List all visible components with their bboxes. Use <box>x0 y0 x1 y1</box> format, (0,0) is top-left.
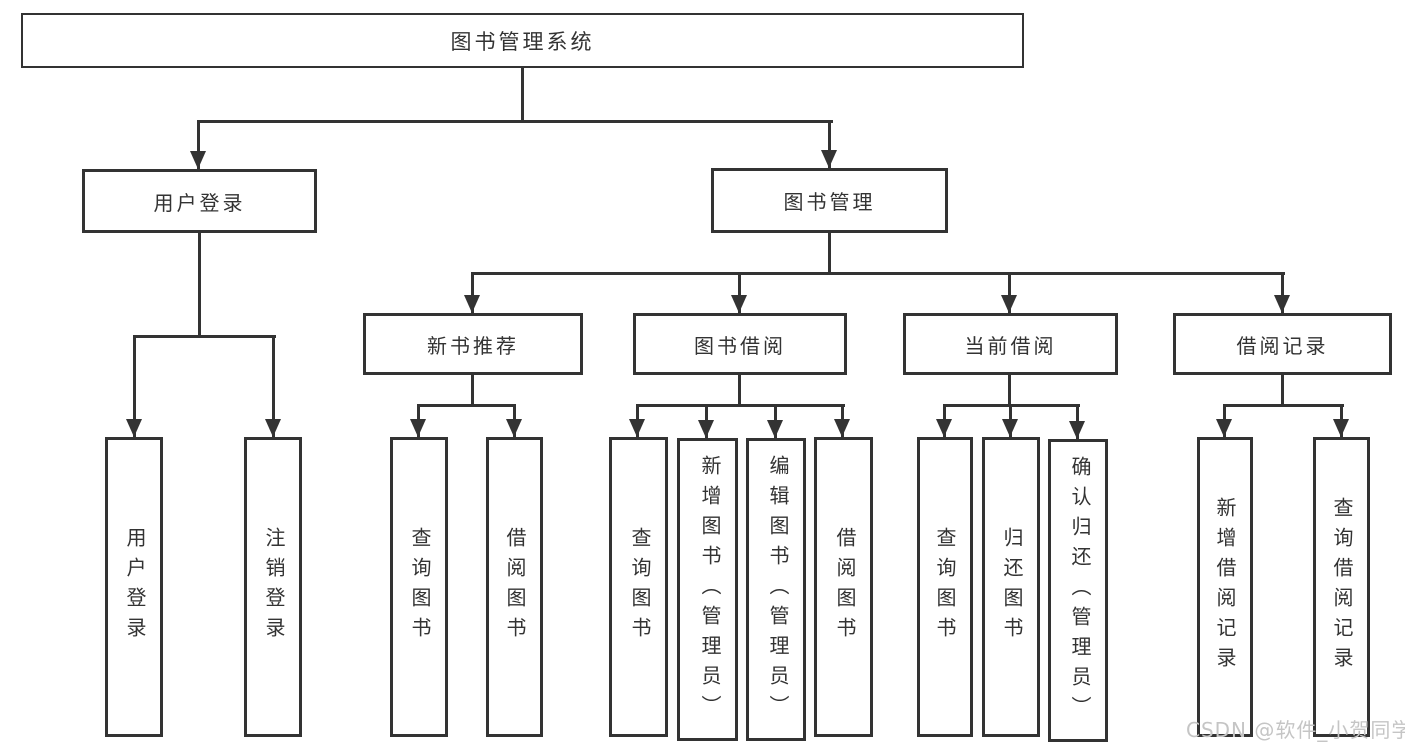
connector-line <box>471 375 474 407</box>
arrow-down-icon <box>1002 419 1018 437</box>
arrow-down-icon <box>1001 295 1017 313</box>
node-user-login: 用户登录 <box>82 169 317 233</box>
arrow-down-icon <box>821 150 837 168</box>
connector-line <box>198 233 201 338</box>
arrow-down-icon <box>1069 421 1085 439</box>
arrow-down-icon <box>464 295 480 313</box>
connector-line <box>1008 375 1011 407</box>
connector-line <box>197 120 200 169</box>
connector-line <box>1223 404 1344 407</box>
node-confirm-return-admin: 确认归还（管理员） <box>1048 439 1108 742</box>
connector-line <box>828 233 831 275</box>
node-book-borrow: 图书借阅 <box>633 313 847 375</box>
arrow-down-icon <box>190 151 206 169</box>
node-user-login-leaf: 用户登录 <box>105 437 163 737</box>
connector-line <box>133 335 276 338</box>
connector-line <box>521 68 524 123</box>
arrow-down-icon <box>1333 419 1349 437</box>
arrow-down-icon <box>834 419 850 437</box>
watermark: CSDN @软件_小贺同学 <box>1186 718 1405 742</box>
connector-line <box>636 404 845 407</box>
node-query-book-borrow: 查询图书 <box>609 437 668 737</box>
arrow-down-icon <box>1274 295 1290 313</box>
connector-line <box>738 272 741 313</box>
node-new-book-recommend: 新书推荐 <box>363 313 583 375</box>
node-borrow-record: 借阅记录 <box>1173 313 1392 375</box>
arrow-down-icon <box>265 419 281 437</box>
connector-line <box>417 404 516 407</box>
node-query-book-current: 查询图书 <box>917 437 973 737</box>
connector-line <box>1281 272 1284 313</box>
arrow-down-icon <box>410 419 426 437</box>
node-borrow-book: 借阅图书 <box>814 437 873 737</box>
connector-line <box>133 335 136 437</box>
connector-line <box>272 335 275 437</box>
node-current-borrow: 当前借阅 <box>903 313 1118 375</box>
node-add-borrow-record: 新增借阅记录 <box>1197 437 1253 737</box>
connector-line <box>1008 272 1011 313</box>
arrow-down-icon <box>936 419 952 437</box>
arrow-down-icon <box>506 419 522 437</box>
arrow-down-icon <box>126 419 142 437</box>
connector-line <box>738 375 741 407</box>
connector-line <box>828 120 831 168</box>
connector-line <box>197 120 833 123</box>
node-return-book: 归还图书 <box>982 437 1040 737</box>
connector-line <box>471 272 1285 275</box>
node-borrow-book-recommend: 借阅图书 <box>486 437 543 737</box>
node-logout: 注销登录 <box>244 437 302 737</box>
node-edit-book-admin: 编辑图书（管理员） <box>746 438 806 741</box>
node-query-borrow-record: 查询借阅记录 <box>1313 437 1370 737</box>
node-query-book-recommend: 查询图书 <box>390 437 448 737</box>
node-library-management-system: 图书管理系统 <box>21 13 1024 68</box>
arrow-down-icon <box>1216 419 1232 437</box>
connector-line <box>471 272 474 313</box>
node-book-management: 图书管理 <box>711 168 948 233</box>
arrow-down-icon <box>629 419 645 437</box>
arrow-down-icon <box>698 420 714 438</box>
arrow-down-icon <box>767 420 783 438</box>
node-add-book-admin: 新增图书（管理员） <box>677 438 738 741</box>
arrow-down-icon <box>731 295 747 313</box>
connector-line <box>1281 375 1284 407</box>
